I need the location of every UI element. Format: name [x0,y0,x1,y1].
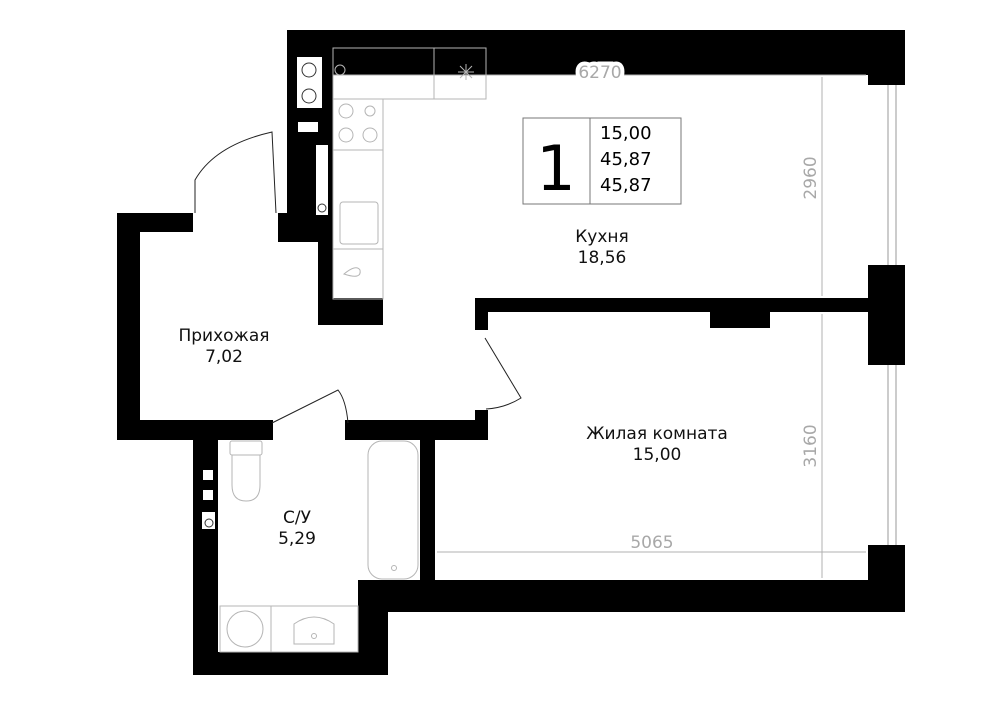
dim-living-depth: 3160 [801,424,821,467]
kitchen-fixtures [332,47,487,300]
info-value-1: 15,00 [600,123,652,144]
bathroom-fixtures [219,440,419,653]
kitchen-area: 18,56 [578,248,627,268]
info-box: 1 15,00 45,87 45,87 [522,117,682,205]
doors[interactable] [194,131,522,424]
info-value-2: 45,87 [600,149,652,170]
kitchen-name: Кухня [575,227,629,247]
dim-living-width: 5065 [630,533,673,553]
bathroom-name: С/У [283,508,312,528]
dimension-lines [333,74,866,578]
dim-kitchen-width: 6270 [578,63,621,83]
windows[interactable] [868,85,905,545]
vent-icons [204,62,327,528]
info-value-3: 45,87 [600,175,652,196]
dim-kitchen-depth: 2960 [801,156,821,199]
living-name: Жилая комната [586,424,728,444]
hallway-area: 7,02 [205,347,243,367]
rooms-count: 1 [536,132,575,205]
living-area: 15,00 [633,445,682,465]
room-interiors [140,57,868,652]
bathroom-area: 5,29 [278,529,316,549]
column [710,312,770,328]
hallway-name: Прихожая [178,326,269,346]
